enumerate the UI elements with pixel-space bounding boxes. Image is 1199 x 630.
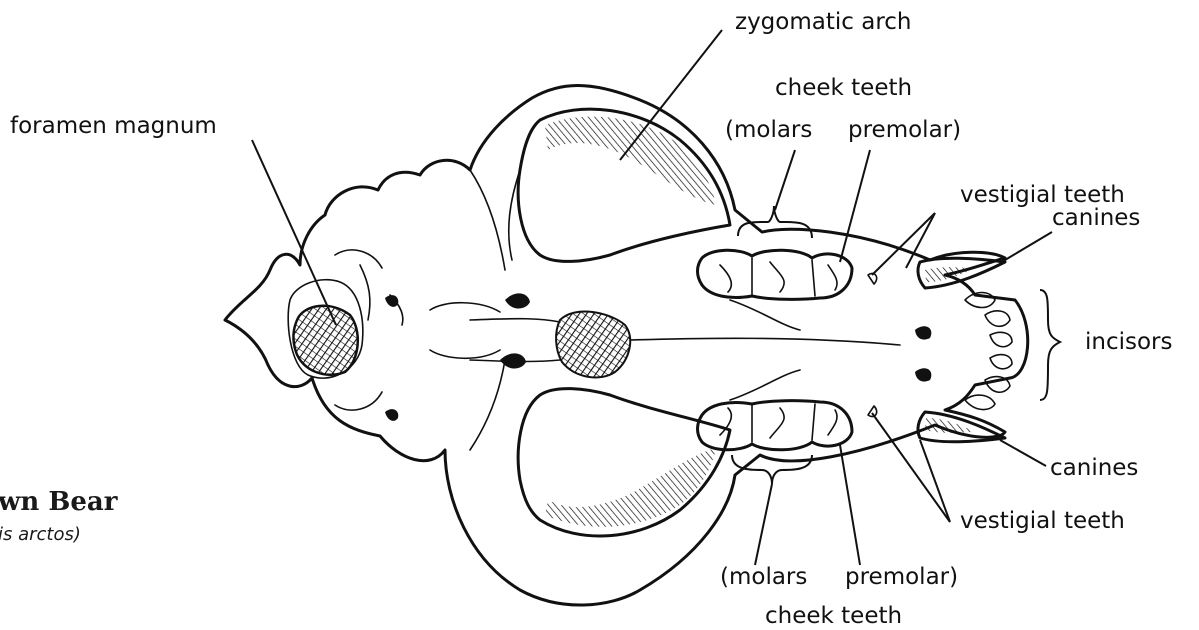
- brace-upper-molars: [738, 206, 812, 238]
- leader-lower-canine: [1000, 440, 1046, 466]
- leader-lower-premolar: [840, 445, 860, 565]
- label-cheek-teeth-bottom: cheek teeth: [765, 603, 902, 629]
- label-molars-top: (molars: [725, 117, 812, 143]
- label-canines-bottom: canines: [1050, 455, 1138, 481]
- label-cheek-teeth-top: cheek teeth: [775, 75, 912, 101]
- label-vestigial-teeth-bottom: vestigial teeth: [960, 508, 1125, 534]
- label-zygomatic-arch: zygomatic arch: [735, 9, 912, 35]
- leader-foramen-magnum: [252, 140, 336, 325]
- label-canines-top: canines: [1052, 205, 1140, 231]
- leader-upper-premolar: [840, 150, 870, 262]
- label-premolar-top: premolar): [848, 117, 961, 143]
- figure-title: wn Bear: [0, 487, 118, 517]
- palate: [470, 300, 931, 400]
- leader-upper-canine: [1000, 232, 1052, 263]
- lower-orbit: [470, 353, 730, 536]
- incisors-group: [965, 293, 1012, 410]
- upper-cheek-teeth: [698, 250, 877, 299]
- foramen-magnum-shape: [294, 306, 358, 375]
- brace-incisors: [1040, 290, 1060, 400]
- leader-lower-molars: [755, 484, 772, 565]
- label-premolar-bottom: premolar): [845, 564, 958, 590]
- leader-lower-vestigial-2: [920, 440, 950, 522]
- lower-cheek-teeth: [698, 401, 877, 450]
- figure-subtitle: is arctos): [0, 524, 81, 545]
- label-foramen-magnum: foramen magnum: [10, 113, 217, 139]
- label-molars-bottom: (molars: [720, 564, 807, 590]
- upper-orbit: [470, 109, 730, 308]
- leader-upper-molars: [775, 150, 795, 210]
- label-incisors: incisors: [1085, 329, 1173, 355]
